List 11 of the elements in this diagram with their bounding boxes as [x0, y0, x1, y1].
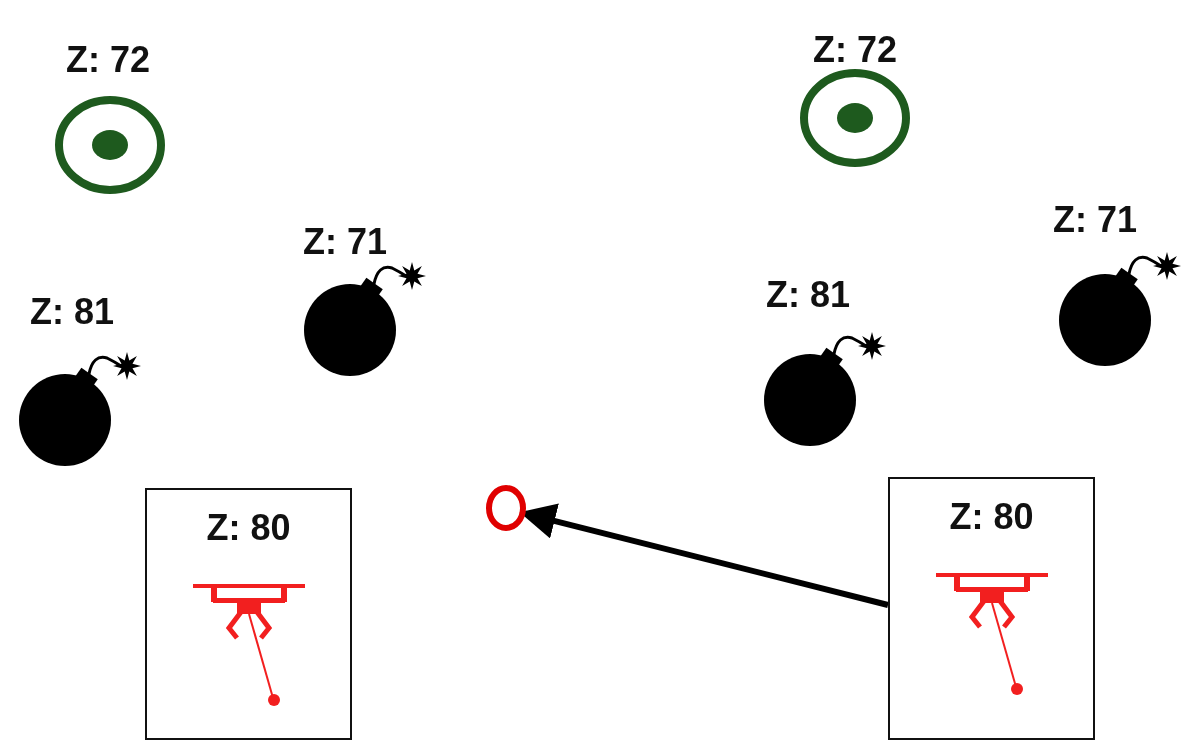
z-value-label: Z: 81 — [766, 275, 850, 315]
image-frame — [888, 477, 1095, 740]
z-value-label: Z: 80 — [205, 508, 292, 548]
marker-ring — [485, 484, 527, 532]
z-value-label: Z: 72 — [813, 30, 897, 70]
image-frame — [145, 488, 352, 740]
z-value-label: Z: 71 — [1053, 200, 1137, 240]
z-value-label: Z: 72 — [66, 40, 150, 80]
z-value-label: Z: 80 — [948, 497, 1035, 537]
z-value-label: Z: 71 — [303, 222, 387, 262]
z-value-label: Z: 81 — [30, 292, 114, 332]
